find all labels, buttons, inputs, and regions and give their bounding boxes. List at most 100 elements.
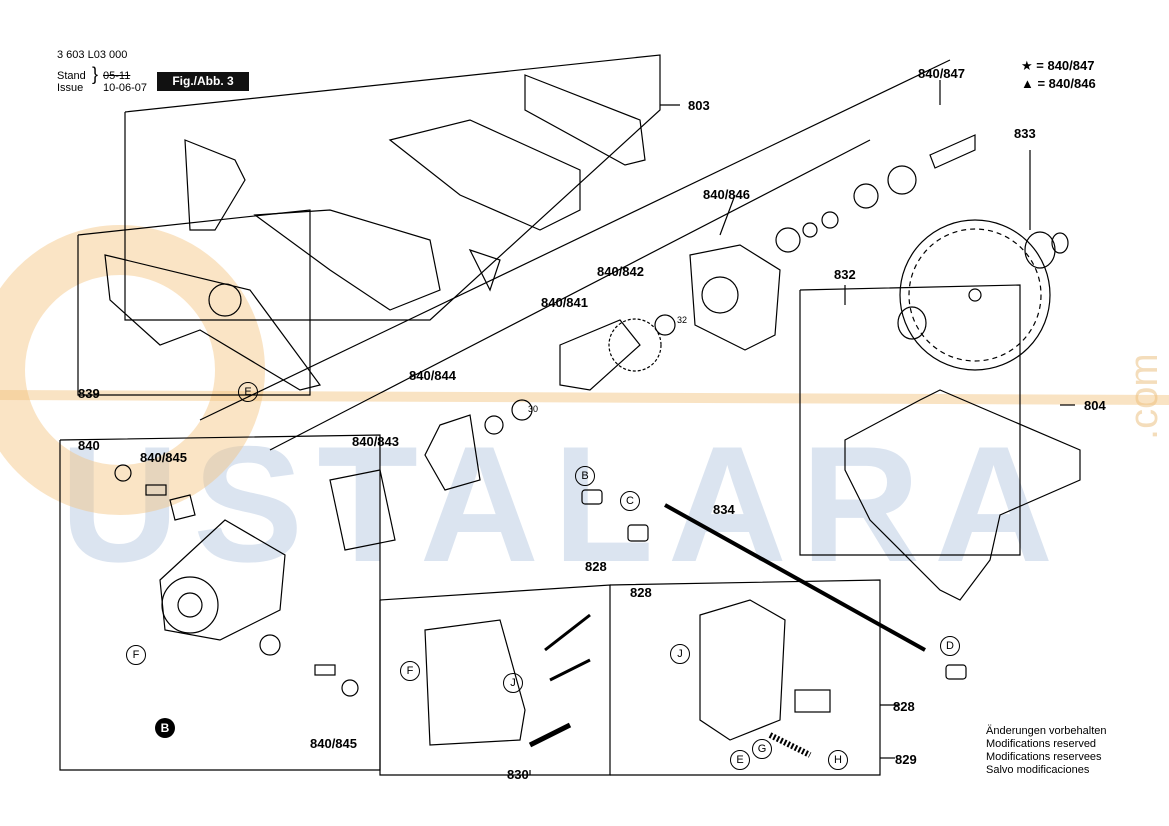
callout-840-846: 840/846 xyxy=(703,187,750,202)
marker-e-bottom: E xyxy=(730,750,750,770)
spindle-shaft xyxy=(929,134,976,169)
callout-830: 830 xyxy=(507,767,529,782)
mount-plate-829 xyxy=(699,599,786,741)
threaded-rod-2 xyxy=(549,658,591,682)
footer-line-2: Modifications reserved xyxy=(986,738,1097,750)
callout-839: 839 xyxy=(78,386,100,401)
callout-834: 834 xyxy=(713,502,735,517)
brush-lower xyxy=(314,664,336,676)
field-coil xyxy=(329,469,396,551)
mount-plate-830 xyxy=(424,619,526,746)
flange-nut-outer xyxy=(1051,232,1069,254)
issue-value: 10-06-07 xyxy=(103,82,148,94)
callout-832: 832 xyxy=(834,267,856,282)
callout-30: 30 xyxy=(528,404,539,414)
stand-label: Stand xyxy=(57,70,86,82)
doc-number: 3 603 L03 000 xyxy=(57,49,128,61)
motor-fan-grid xyxy=(161,576,219,634)
pin-830 xyxy=(528,722,572,748)
watermark-band xyxy=(0,390,1169,405)
marker-b-filled: B xyxy=(155,718,175,738)
spring-829 xyxy=(768,732,812,758)
threaded-rod-1 xyxy=(544,613,591,652)
saw-blade xyxy=(899,219,1051,371)
callout-828-b: 828 xyxy=(585,559,607,574)
flange-nut xyxy=(1024,231,1056,269)
watermark-ring xyxy=(0,225,265,515)
bearing-rear xyxy=(654,314,676,336)
frame-832 xyxy=(799,284,1021,556)
marker-d: D xyxy=(940,636,960,656)
riving-bracket xyxy=(104,254,322,391)
guide-rod xyxy=(664,503,926,652)
callout-829: 829 xyxy=(895,752,917,767)
lower-guard xyxy=(844,389,1081,601)
callout-804: 804 xyxy=(1084,398,1106,413)
circlip xyxy=(821,211,839,229)
legend-triangle: ▲ = 840/846 xyxy=(1021,76,1096,91)
marker-h: H xyxy=(828,750,848,770)
marker-f-left: F xyxy=(126,645,146,665)
marker-j-right: J xyxy=(670,644,690,664)
callout-833: 833 xyxy=(1014,126,1036,141)
retaining-ring xyxy=(208,283,242,317)
callout-840-841: 840/841 xyxy=(541,295,588,310)
brush-cap-lower xyxy=(341,679,359,697)
bearing-front xyxy=(511,399,533,421)
gearbox-bore xyxy=(701,276,739,314)
marker-c: C xyxy=(620,491,640,511)
callout-828-d: 828 xyxy=(893,699,915,714)
callout-840-845-bottom: 840/845 xyxy=(310,736,357,751)
stand-value: 05-11 xyxy=(103,70,131,82)
brush-upper xyxy=(145,484,167,496)
brush-holder-lower xyxy=(259,634,281,656)
upper-guard-right xyxy=(388,119,581,231)
marker-f-plate: F xyxy=(400,661,420,681)
marker-g: G xyxy=(752,739,772,759)
frame-830 xyxy=(379,584,611,776)
clamp-b xyxy=(581,489,603,505)
gearbox-housing xyxy=(689,244,781,351)
figure-badge: Fig./Abb. 3 xyxy=(157,72,249,91)
callout-840: 840 xyxy=(78,438,100,453)
armature xyxy=(559,319,641,391)
callout-840-847: 840/847 xyxy=(918,66,965,81)
marker-e-top: E xyxy=(238,382,258,402)
callout-828-c: 828 xyxy=(630,585,652,600)
marker-b: B xyxy=(575,466,595,486)
callout-840-843: 840/843 xyxy=(352,434,399,449)
inner-flange xyxy=(897,306,927,340)
spindle-ring xyxy=(802,222,818,238)
clamp-c xyxy=(627,524,649,542)
legend-star: ★ = 840/847 xyxy=(1021,58,1095,73)
footer-line-3: Modifications reservees xyxy=(986,751,1102,763)
spindle-gear xyxy=(775,227,801,253)
washer xyxy=(484,415,504,435)
frame-803 xyxy=(124,54,661,321)
motor-housing xyxy=(159,519,286,641)
callout-840-845-top: 840/845 xyxy=(140,450,187,465)
leader-840-846 xyxy=(719,194,736,236)
callout-803: 803 xyxy=(688,98,710,113)
bracket-829 xyxy=(794,689,831,713)
side-shield xyxy=(184,139,246,231)
issue-label: Issue xyxy=(57,82,84,94)
axis-leader-main xyxy=(199,59,951,421)
callout-840-842: 840/842 xyxy=(597,264,644,279)
callout-32: 32 xyxy=(677,315,688,325)
spindle-bearing xyxy=(853,183,879,209)
axis-leader-motor xyxy=(269,139,871,451)
watermark-text: USTALARA xyxy=(60,412,1068,596)
bearing-plate xyxy=(424,414,481,491)
brush-holder-upper xyxy=(169,494,196,521)
armature-fan xyxy=(608,318,662,372)
upper-guard-left xyxy=(253,209,441,311)
frame-829 xyxy=(609,579,881,776)
marker-j-left: J xyxy=(503,673,523,693)
frame-839 xyxy=(77,209,311,396)
bearing-flange xyxy=(887,165,917,195)
footer-line-4: Salvo modificaciones xyxy=(986,764,1090,776)
guard-handle xyxy=(524,74,646,166)
wedge-piece xyxy=(468,248,501,292)
